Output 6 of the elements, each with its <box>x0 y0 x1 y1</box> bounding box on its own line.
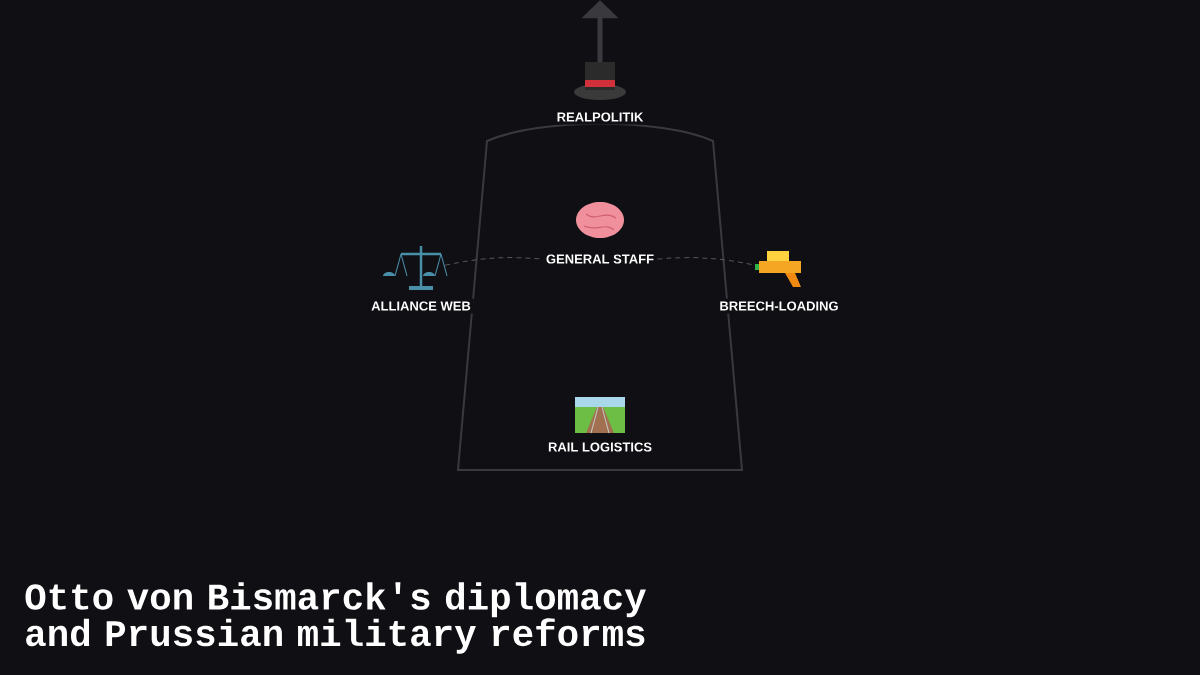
node-label: REALPOLITIK <box>553 109 647 125</box>
title: Otto von Bismarck's diplomacy and Prussian military reforms <box>25 582 646 654</box>
node-label: ALLIANCE WEB <box>368 298 474 314</box>
node-label: RAIL LOGISTICS <box>545 439 655 455</box>
node-label: GENERAL STAFF <box>542 251 658 267</box>
node-label: BREECH-LOADING <box>716 298 842 314</box>
